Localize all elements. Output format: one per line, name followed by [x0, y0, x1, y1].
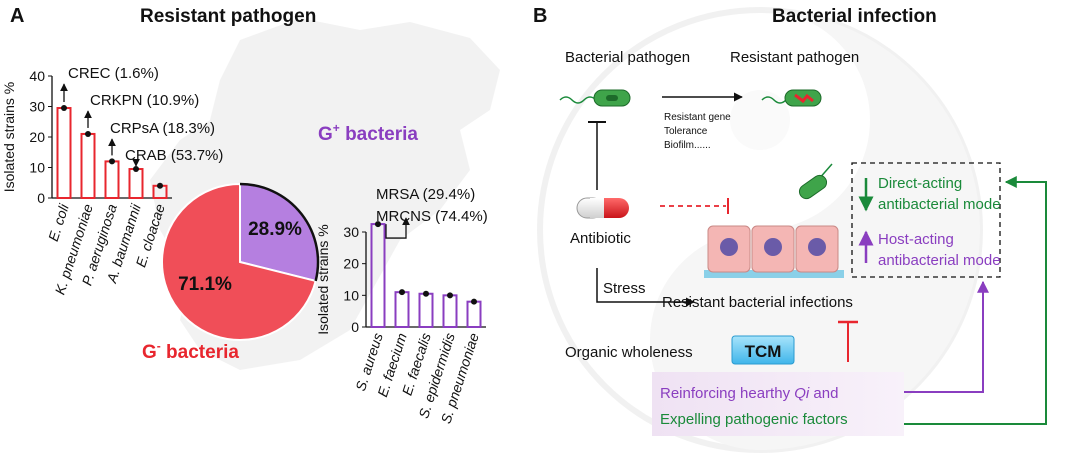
bar-point — [61, 105, 67, 112]
gram-pie-chart: 28.9% 71.1% — [161, 182, 320, 341]
qi-box — [652, 372, 904, 436]
mechanism-line-1: Resistant gene — [664, 112, 731, 123]
resistant-infections-label: Resistant bacterial infections — [662, 294, 853, 311]
y-tick-label: 20 — [29, 129, 45, 145]
bar — [466, 300, 482, 328]
bar — [56, 107, 72, 199]
tcm-label: TCM — [745, 342, 782, 361]
direct-acting-line-1: Direct-acting — [878, 175, 962, 192]
y-tick-label: 30 — [29, 99, 45, 115]
annotation-arrow — [385, 217, 410, 239]
resistant-pathogen-label: Resistant pathogen — [730, 49, 859, 66]
bar — [442, 294, 458, 329]
y-tick-label: 0 — [37, 190, 45, 206]
panel-b-title: Bacterial infection — [772, 6, 937, 27]
bar-point — [423, 290, 429, 297]
tcm-box — [731, 335, 795, 365]
resistant-bacterium-icon — [761, 89, 822, 107]
annotation-label: MRCNS (74.4%) — [376, 208, 488, 225]
annotation-label: CRPsA (18.3%) — [110, 120, 215, 137]
annotation-label: CRKPN (10.9%) — [90, 92, 199, 109]
bar — [104, 160, 120, 199]
panel-a-title: Resistant pathogen — [140, 6, 316, 27]
category-label: E. coli — [45, 201, 72, 243]
pie-slice-label: 71.1% — [178, 274, 232, 295]
panel-b-letter: B — [533, 5, 547, 27]
bar-point — [109, 158, 115, 165]
bar — [80, 132, 96, 199]
organic-wholeness-label: Organic wholeness — [565, 344, 693, 361]
bacterial-pathogen-label: Bacterial pathogen — [565, 49, 690, 66]
green-direct-arrow — [904, 176, 1047, 425]
bar-point — [447, 292, 453, 299]
y-tick-label: 10 — [29, 160, 45, 176]
annotation-label: CREC (1.6%) — [68, 65, 159, 82]
y-axis-label: Isolated strains % — [1, 82, 17, 193]
host-cells-icon — [704, 225, 844, 278]
mechanism-line-2: Tolerance — [664, 126, 708, 137]
bacterium-icon — [559, 89, 631, 107]
y-tick-label: 20 — [343, 256, 359, 272]
pie-slice — [161, 182, 317, 341]
bar — [128, 168, 144, 199]
annotation-label: MRSA (29.4%) — [376, 186, 475, 203]
bar-point — [375, 221, 381, 228]
purple-host-arrow — [904, 280, 989, 393]
bar-point — [133, 166, 139, 173]
antibiotic-capsule-icon — [576, 197, 629, 219]
pie-outline-arc — [239, 182, 320, 282]
pie-slice-label: 28.9% — [248, 219, 302, 240]
direct-acting-line-2: antibacterial mode — [878, 196, 1001, 213]
antibiotic-label: Antibiotic — [570, 230, 631, 247]
bar-point — [471, 298, 477, 305]
host-acting-line-1: Host-acting — [878, 231, 954, 248]
host-acting-line-2: antibacterial mode — [878, 252, 1001, 269]
stress-arrow — [596, 268, 695, 307]
bar-point — [157, 182, 163, 189]
bar — [394, 291, 410, 328]
gminus-bacteria-label: G- bacteria — [142, 339, 239, 363]
stress-label: Stress — [603, 280, 646, 297]
y-tick-label: 10 — [343, 287, 359, 303]
reinforcing-label: Reinforcing hearthy Qi and — [660, 385, 838, 402]
annotation-label: CRAB (53.7%) — [125, 147, 223, 164]
y-tick-label: 40 — [29, 68, 45, 84]
y-tick-label: 30 — [343, 224, 359, 240]
bar-point — [399, 289, 405, 296]
y-axis-label: Isolated strains % — [315, 224, 331, 335]
expelling-label: Expelling pathogenic factors — [660, 411, 848, 428]
mechanism-line-3: Biofilm...... — [664, 140, 711, 151]
bar — [418, 292, 434, 328]
invading-bacterium-icon — [798, 163, 833, 200]
bar-point — [85, 130, 91, 137]
y-tick-label: 0 — [351, 319, 359, 335]
gplus-bacteria-label: G+ bacteria — [318, 121, 418, 145]
panel-a-letter: A — [10, 5, 24, 27]
mode-box — [851, 162, 1001, 278]
